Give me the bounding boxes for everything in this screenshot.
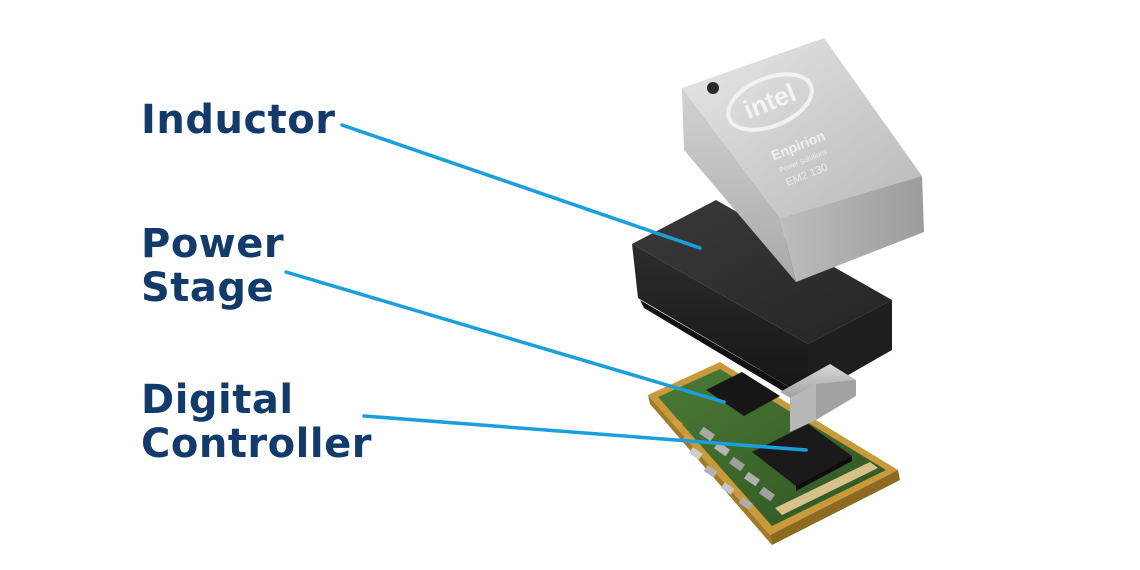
- power-stage-die: [706, 372, 780, 416]
- label-digital-controller-line-1: Digital: [141, 377, 294, 423]
- label-power-stage-line-2: Stage: [141, 265, 275, 311]
- pcb-components: [671, 417, 776, 510]
- label-power-stage-line-1: Power: [141, 221, 285, 267]
- leader-lines: [284, 123, 808, 452]
- label-power-stage: Power Stage: [141, 222, 284, 310]
- label-digital-controller-line-2: Controller: [141, 421, 372, 467]
- pin1-dot-icon: [707, 82, 719, 94]
- label-digital-controller: Digital Controller: [141, 378, 372, 466]
- power-stage-block: [632, 200, 892, 432]
- inductor-can: intel Enpirion Power Solutions EM2 130: [682, 38, 924, 282]
- leader-line-digital-controller: [362, 414, 808, 452]
- leader-line-power-stage: [284, 270, 726, 404]
- label-inductor-line-1: Inductor: [141, 97, 336, 143]
- leader-line-inductor: [340, 123, 702, 250]
- controller-chip: [752, 424, 852, 486]
- label-inductor: Inductor: [141, 98, 336, 142]
- intel-logo-icon: [726, 72, 814, 132]
